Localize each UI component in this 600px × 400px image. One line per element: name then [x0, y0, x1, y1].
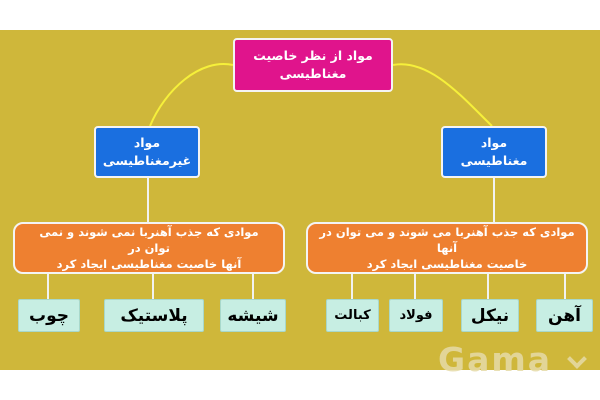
magnetic-materials-label: مواد مغناطیسی	[460, 135, 528, 168]
connector-root-to-magnetic	[392, 63, 493, 127]
nonmagnetic-description-line1: موادی که جذب آهنربا نمی شوند و نمی توان …	[39, 225, 259, 255]
magnetic-materials-node: مواد مغناطیسی	[441, 126, 547, 178]
example-nickel: نیکل	[461, 299, 519, 332]
example-steel: فولاد	[389, 299, 443, 332]
magnetic-description-line1: موادی که جذب آهنربا می شوند و می توان در…	[319, 225, 575, 255]
nonmagnetic-description-line2: آنها خاصیت مغناطیسی ایجاد کرد	[56, 257, 242, 271]
example-iron: آهن	[536, 299, 593, 332]
magnetic-description-line2: خاصیت مغناطیسی ایجاد کرد	[366, 257, 528, 271]
root-node: مواد از نظر خاصیت مغناطیسی	[233, 38, 393, 92]
magnetic-description-node: موادی که جذب آهنربا می شوند و می توان در…	[306, 222, 588, 274]
nonmagnetic-materials-label-line1: مواد	[133, 135, 161, 150]
example-glass: شیشه	[220, 299, 286, 332]
nonmagnetic-materials-label-line2: غیرمغناطیسی	[102, 153, 192, 168]
example-wood: چوب	[18, 299, 80, 332]
root-node-line1: مواد از نظر خاصیت	[253, 48, 373, 63]
connector-root-to-nonmagnetic	[149, 63, 234, 127]
root-node-line2: مغناطیسی	[279, 66, 347, 81]
example-plastic: پلاستیک	[104, 299, 204, 332]
nonmagnetic-description-node: موادی که جذب آهنربا نمی شوند و نمی توان …	[13, 222, 285, 274]
gama-logo: Gama	[438, 340, 553, 379]
example-cobalt: کبالت	[326, 299, 379, 332]
nonmagnetic-materials-node: مواد غیرمغناطیسی	[94, 126, 200, 178]
